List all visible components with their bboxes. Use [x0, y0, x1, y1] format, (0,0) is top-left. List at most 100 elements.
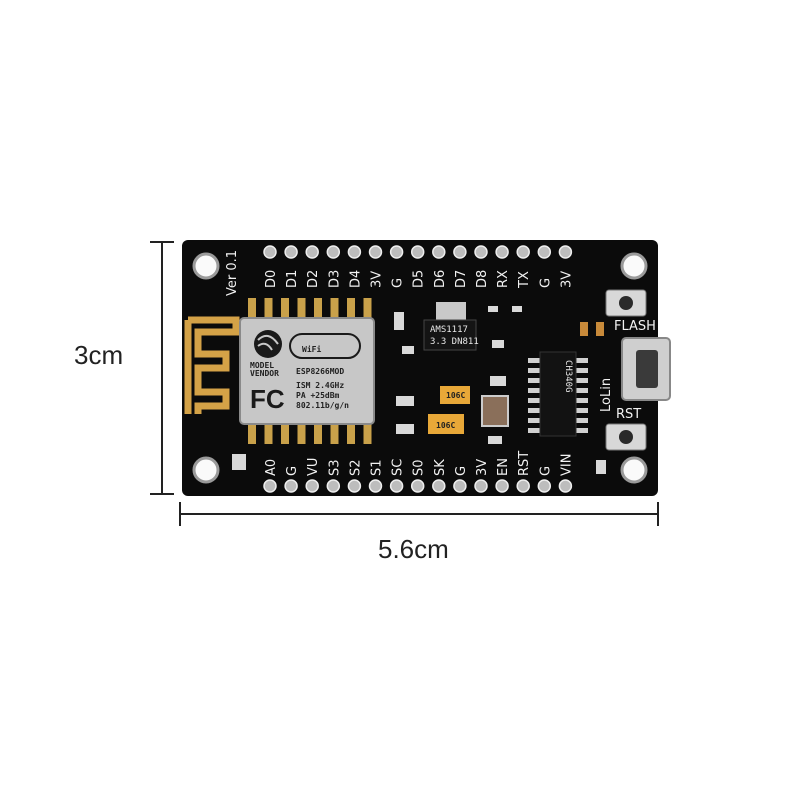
header-pin [516, 245, 530, 259]
header-pin [495, 479, 509, 493]
chip-pin [528, 398, 540, 403]
bottom-pin-label: S3 [327, 459, 342, 476]
bottom-pin-label: A0 [264, 459, 279, 476]
module-model-label: MODEL [250, 361, 274, 370]
fc-mark: FC [250, 384, 285, 414]
width-dimension-label: 5.6cm [378, 534, 449, 564]
module-pad [363, 298, 372, 320]
top-pin-label: D3 [327, 270, 342, 288]
top-pin-label: G [391, 278, 406, 288]
chip-pin [528, 378, 540, 383]
chip-pin [576, 428, 588, 433]
pcb-antenna [184, 316, 240, 414]
module-spec-1: ISM 2.4GHz [296, 381, 344, 390]
header-pin [432, 245, 446, 259]
module-spec-3: 802.11b/g/n [296, 401, 349, 410]
top-pin-label: D4 [348, 270, 363, 288]
wifi-logo-text: WiFi [302, 344, 321, 354]
top-pin-label: D0 [264, 270, 279, 288]
bottom-header-pins [263, 479, 573, 493]
bottom-pin-label: VU [306, 458, 321, 476]
height-dimension-line [150, 241, 174, 495]
header-pin [410, 245, 425, 259]
reset-label: RST [616, 407, 641, 422]
header-pin [516, 479, 530, 493]
module-name: ESP8266MOD [296, 367, 344, 376]
header-pin [326, 245, 341, 259]
bottom-pin-label: G [285, 466, 300, 476]
header-pin [537, 479, 552, 493]
bottom-pin-label: EN [496, 458, 511, 476]
header-pin [495, 245, 509, 259]
chip-pin [576, 368, 588, 373]
header-pin [368, 479, 383, 493]
module-pad [363, 422, 372, 444]
module-pad [330, 298, 339, 320]
module-pad [281, 298, 289, 320]
module-pad [347, 298, 355, 320]
module-pad [248, 298, 256, 320]
header-pin [305, 479, 319, 493]
voltage-regulator [423, 319, 477, 351]
top-pin-label: D2 [306, 270, 321, 288]
module-pad [297, 422, 306, 444]
header-pin [263, 245, 277, 259]
module-pad [248, 422, 256, 444]
top-pin-label: D6 [433, 270, 448, 288]
top-pin-label: D7 [454, 270, 469, 288]
chip-pin [528, 358, 540, 363]
width-dimension-line [179, 502, 659, 526]
espressif-logo-icon [254, 330, 282, 358]
usb-serial-chip-pins [528, 358, 588, 433]
smd-components [232, 306, 606, 474]
bottom-pin-label: S1 [370, 459, 385, 476]
brand-label: LoLin [599, 378, 614, 412]
header-pin [368, 245, 383, 259]
header-pin [537, 245, 552, 259]
chip-pin [528, 428, 540, 433]
wifi-logo-icon [289, 333, 361, 359]
usb-chip-label: CH340G [563, 360, 573, 393]
regulator-tab [436, 302, 466, 322]
height-dimension-label: 3cm [74, 340, 124, 370]
bottom-pin-label: RST [517, 451, 532, 476]
top-pin-label: G [538, 278, 553, 288]
chip-pin [528, 418, 540, 423]
chip-pin [576, 358, 588, 363]
top-pin-label: 3V [559, 271, 574, 288]
header-pin [474, 479, 488, 493]
bottom-pin-label: S2 [348, 459, 363, 476]
header-pin [284, 245, 298, 259]
chip-pin [576, 398, 588, 403]
chip-pin [576, 408, 588, 413]
header-pin [453, 479, 467, 493]
flash-label: FLASH [614, 319, 656, 334]
chip-pin [576, 378, 588, 383]
module-spec-2: PA +25dBm [296, 391, 340, 400]
cap-label-1: 106C [446, 391, 465, 400]
bottom-pin-label: G [538, 466, 553, 476]
module-vendor-label: VENDOR [250, 369, 279, 378]
module-pad [314, 298, 322, 320]
header-pin [389, 479, 404, 493]
mounting-holes [192, 252, 648, 484]
top-pin-label: D8 [475, 270, 490, 288]
top-pin-label: RX [496, 270, 511, 288]
module-pad [330, 422, 339, 444]
chip-pin [528, 388, 540, 393]
regulator-label: AMS1117 [430, 325, 468, 335]
module-pad [264, 298, 273, 320]
cap-label-2: 106C [436, 421, 455, 430]
module-pad [264, 422, 273, 444]
header-pin [263, 479, 277, 493]
top-pin-label: 3V [370, 271, 385, 288]
bottom-pin-label: VIN [559, 454, 574, 476]
header-pin [347, 245, 362, 259]
bottom-pin-label: S0 [412, 459, 427, 476]
tantalum-cap-1 [440, 386, 470, 404]
module-pad [347, 422, 355, 444]
module-pad [281, 422, 289, 444]
header-pin [558, 479, 573, 493]
top-pin-label: D5 [412, 270, 427, 288]
